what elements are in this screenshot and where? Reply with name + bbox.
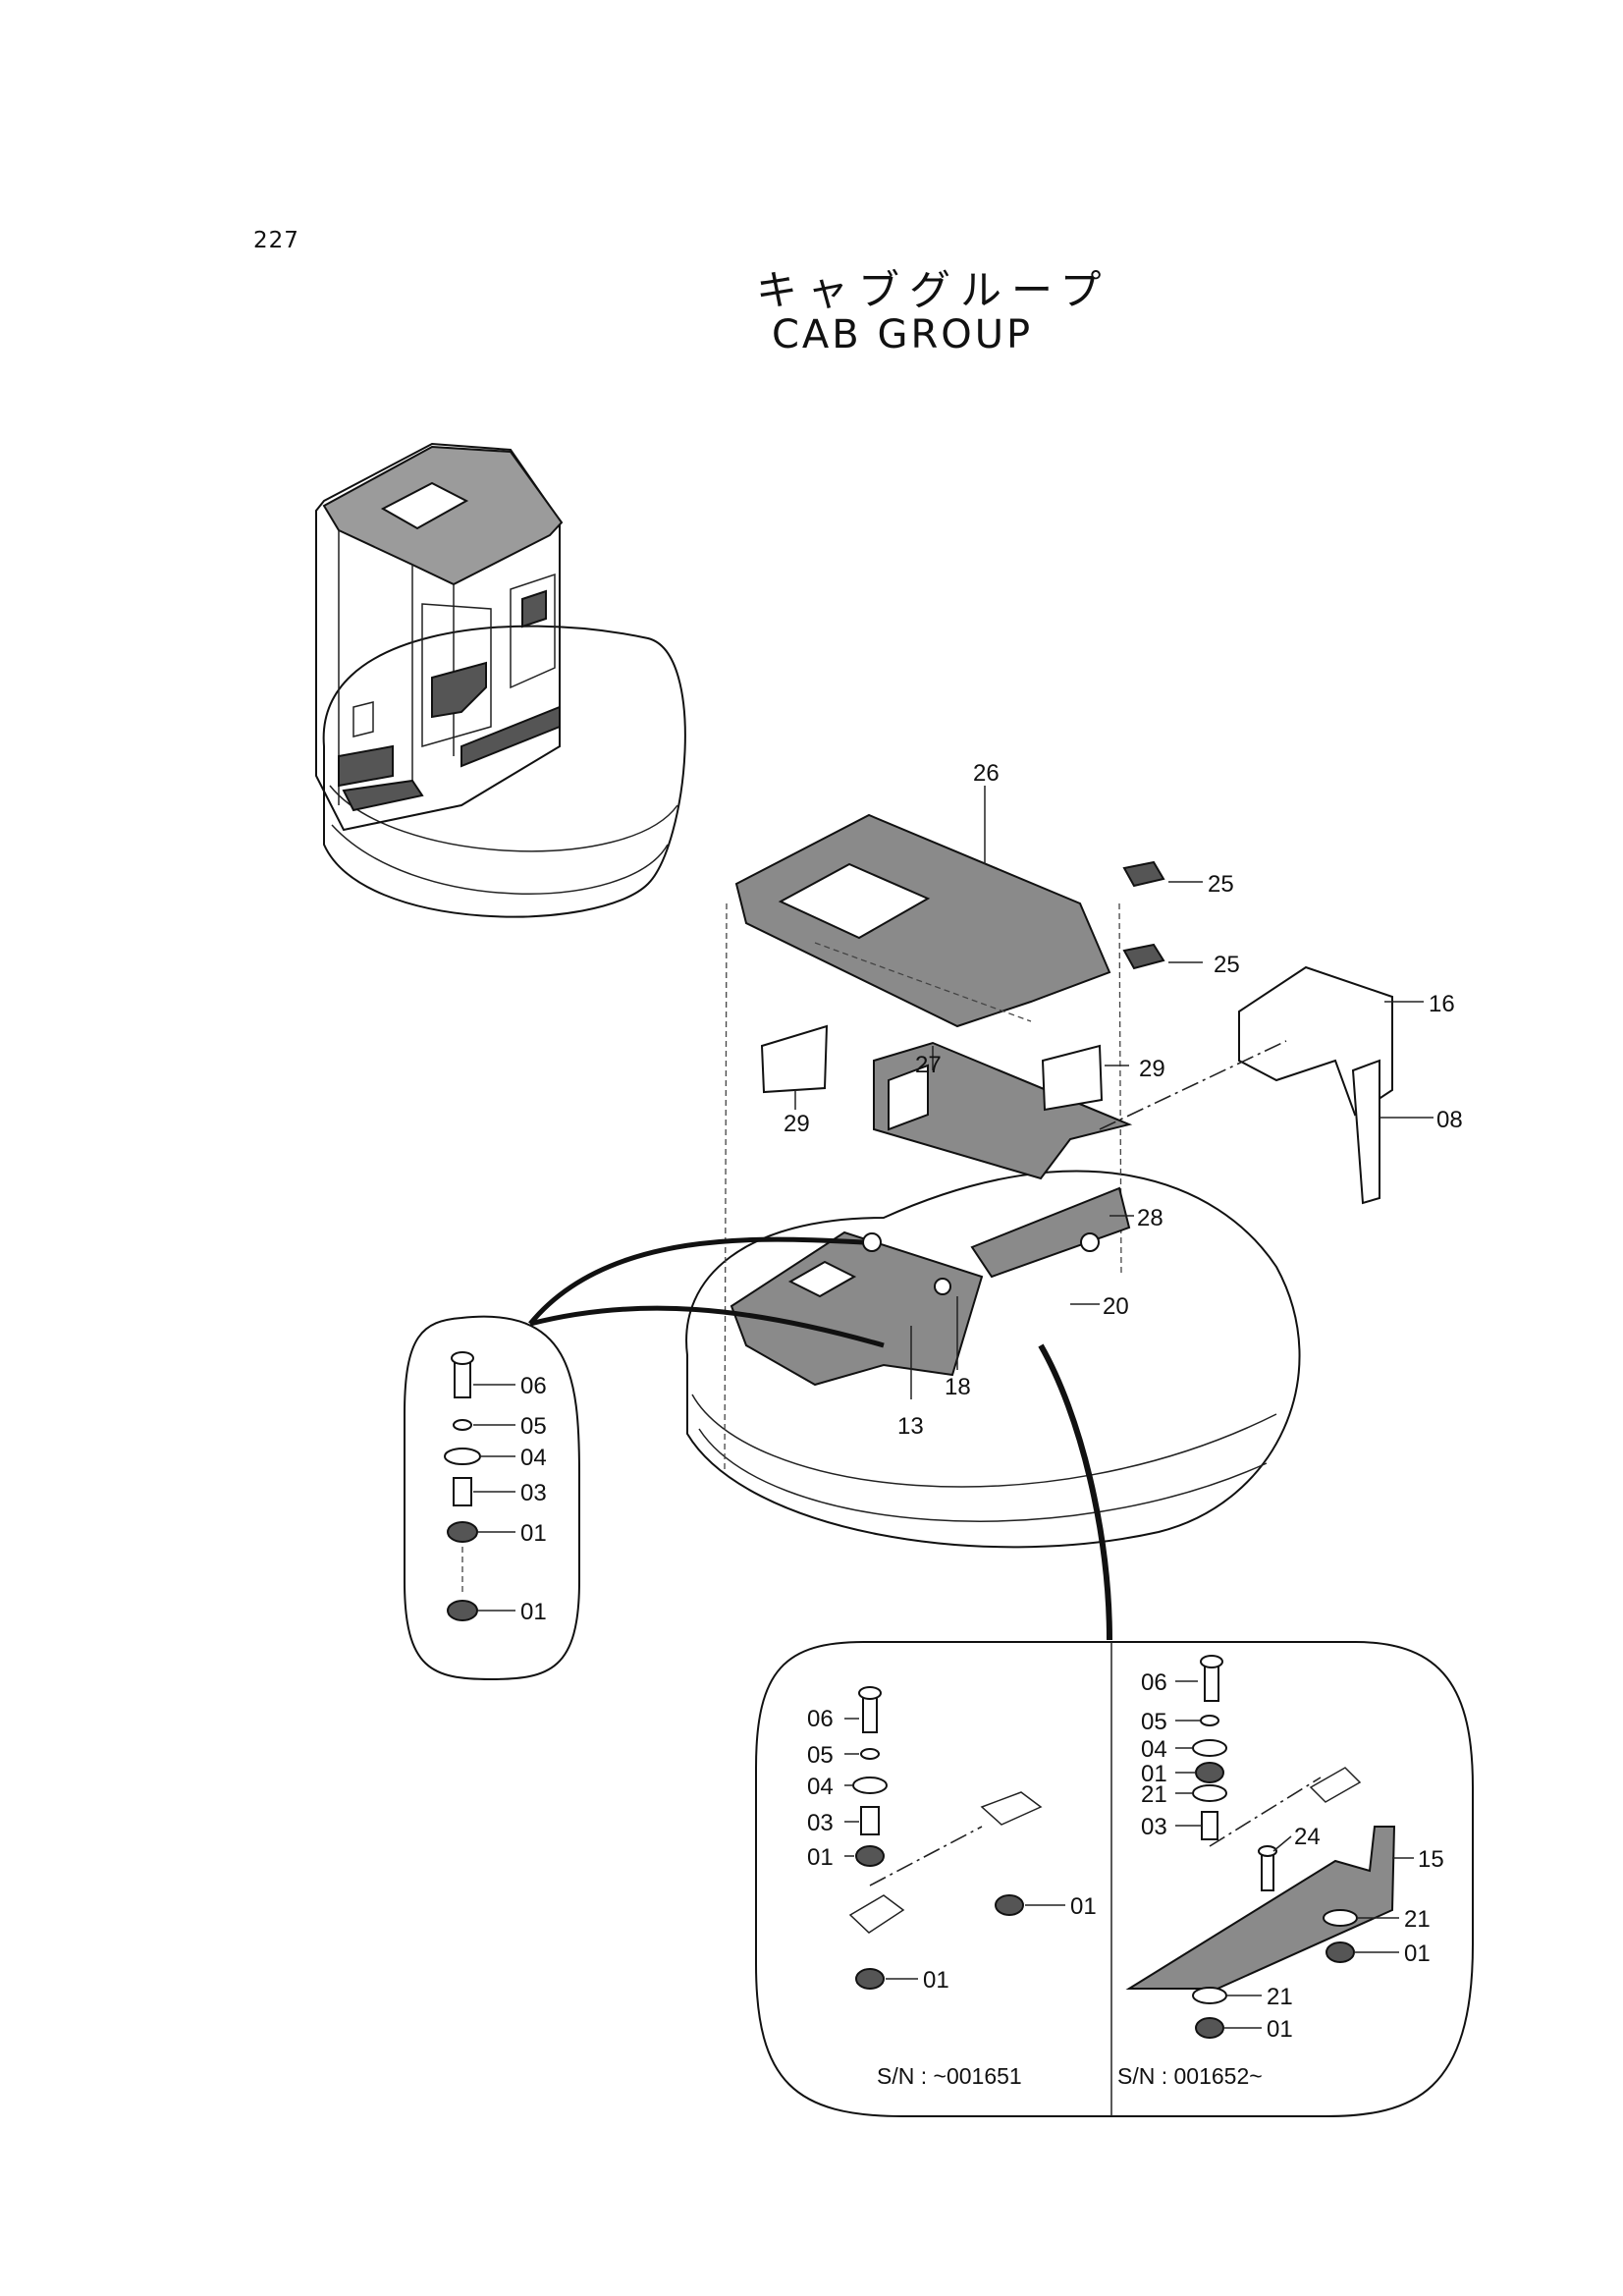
detail-connector-bottom <box>1038 1343 1112 1641</box>
title-english: CAB GROUP <box>772 312 1034 357</box>
bottom-right-01-b: 01 <box>1404 1941 1431 1967</box>
bottom-right-03: 03 <box>1141 1814 1167 1840</box>
bottom-right-04: 04 <box>1141 1736 1167 1763</box>
callout-08: 08 <box>1436 1107 1463 1133</box>
callout-25-lower: 25 <box>1214 952 1240 978</box>
leader-lines <box>794 786 1434 1399</box>
callout-25-upper: 25 <box>1208 871 1234 898</box>
bottom-right-01: 01 <box>1141 1761 1167 1787</box>
callout-27: 27 <box>915 1052 942 1078</box>
bottom-right-05: 05 <box>1141 1709 1167 1735</box>
bottom-left-01-upper: 01 <box>807 1844 834 1871</box>
detail-connector-left <box>528 1236 865 1326</box>
serial-range-left: S/N : ~001651 <box>877 2063 1022 2089</box>
bottom-left-04: 04 <box>807 1774 834 1800</box>
bottom-left-03: 03 <box>807 1810 834 1836</box>
callout-18: 18 <box>945 1374 971 1400</box>
page-number: 227 <box>253 228 299 253</box>
left-detail-06: 06 <box>520 1373 547 1399</box>
bottom-left-01-right: 01 <box>1070 1893 1097 1920</box>
callout-29-right: 29 <box>1139 1056 1165 1082</box>
callout-26: 26 <box>973 760 1000 787</box>
bottom-right-21-c: 21 <box>1267 1984 1293 2010</box>
cab-overview-illustration <box>315 442 686 918</box>
left-detail-01-upper: 01 <box>520 1520 547 1547</box>
mount-detail-bottom <box>755 1641 1474 2117</box>
left-detail-04: 04 <box>520 1445 547 1471</box>
serial-range-right: S/N : 001652~ <box>1117 2063 1263 2089</box>
bottom-right-21: 21 <box>1141 1781 1167 1808</box>
bottom-left-01-lower: 01 <box>923 1967 949 1994</box>
bottom-left-06: 06 <box>807 1706 834 1732</box>
callout-28: 28 <box>1137 1205 1163 1231</box>
bottom-right-24: 24 <box>1294 1824 1321 1850</box>
callout-29-left: 29 <box>784 1111 810 1137</box>
bottom-right-06: 06 <box>1141 1669 1167 1696</box>
bottom-right-01-c: 01 <box>1267 2016 1293 2043</box>
left-detail-03: 03 <box>520 1480 547 1506</box>
left-detail-01-lower: 01 <box>520 1599 547 1625</box>
callout-13: 13 <box>897 1413 924 1440</box>
bottom-left-05: 05 <box>807 1742 834 1769</box>
cab-exploded-illustration <box>685 813 1393 1549</box>
mount-detail-left <box>404 1315 580 1681</box>
callout-20: 20 <box>1103 1293 1129 1320</box>
callout-16: 16 <box>1429 991 1455 1017</box>
bottom-right-21-b: 21 <box>1404 1906 1431 1933</box>
left-detail-05: 05 <box>520 1413 547 1440</box>
title-japanese: キャブグループ <box>756 266 1111 314</box>
bottom-right-15: 15 <box>1418 1846 1444 1873</box>
detail-connector-left-2 <box>529 1305 885 1348</box>
